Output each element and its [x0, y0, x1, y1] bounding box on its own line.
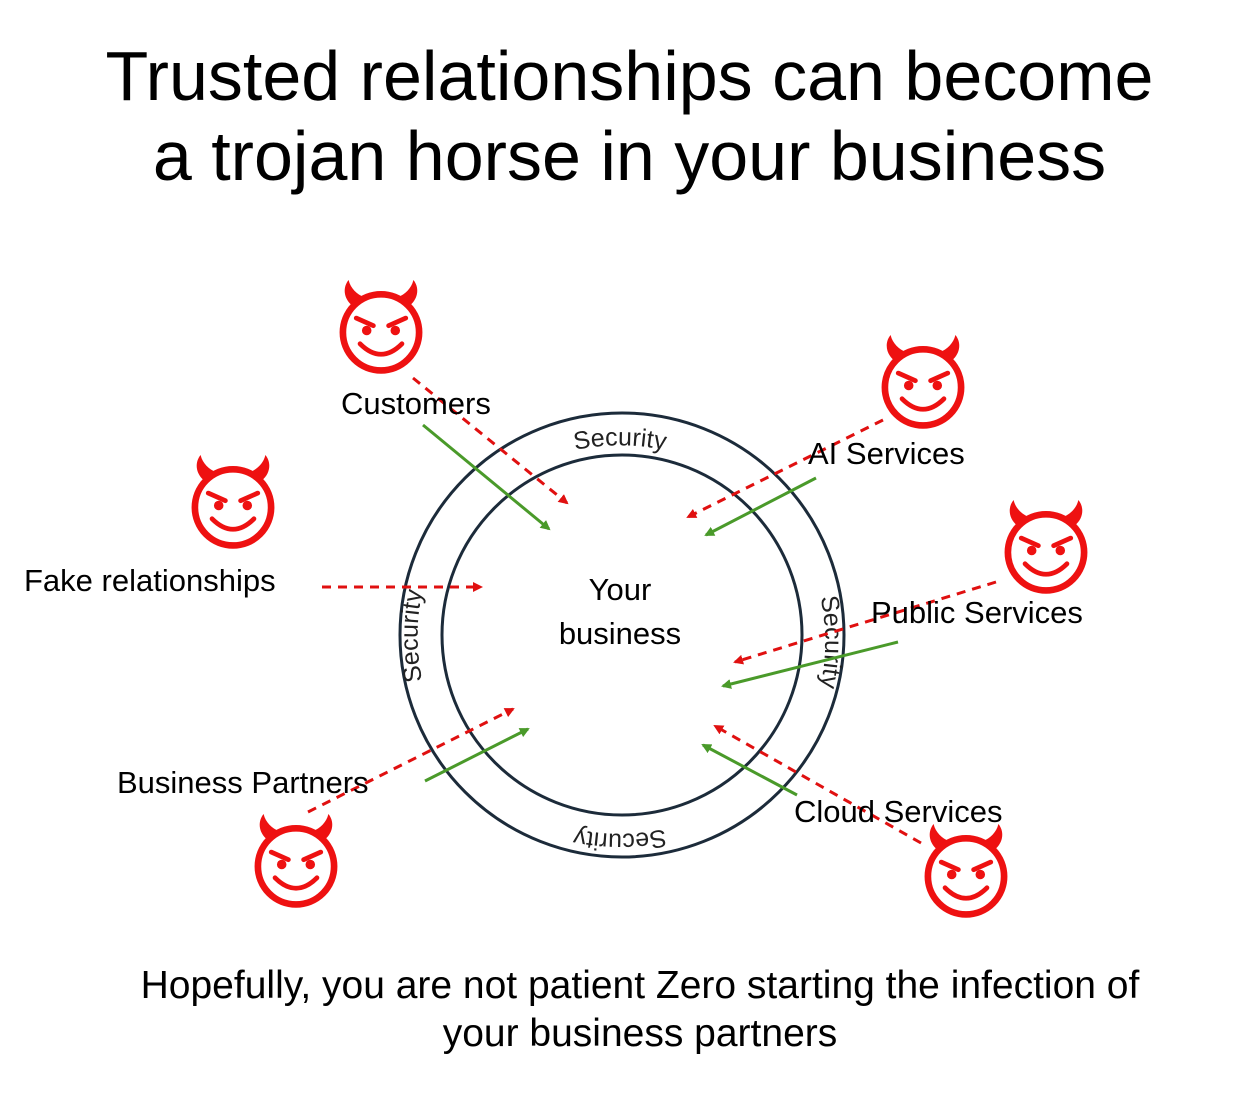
- actor-ai-services: AI Services: [808, 436, 965, 471]
- ring-label-bottom: Security: [571, 823, 669, 856]
- inner-business-ring: [440, 453, 804, 817]
- trusted-arrow-cloud: [701, 743, 798, 797]
- ring-label-left: Security: [395, 587, 428, 685]
- actor-customers: Customers: [341, 386, 491, 421]
- your-business-label: Your business: [520, 568, 720, 656]
- trusted-arrow-partners: [424, 727, 530, 783]
- devil-face-icon: [343, 280, 419, 370]
- malicious-arrow-public: [733, 580, 997, 665]
- ring-label-top: Security: [571, 423, 669, 456]
- devil-face-icon: [928, 824, 1004, 914]
- center-line-1: Your: [588, 572, 652, 607]
- devil-face-icon: [1008, 500, 1084, 590]
- malicious-arrow-customers: [412, 376, 569, 505]
- diagram-title: Trusted relationships can become a troja…: [0, 36, 1259, 196]
- malicious-arrow-partners: [307, 707, 515, 814]
- actor-cloud-services: Cloud Services: [794, 794, 1003, 829]
- devil-face-icon: [195, 455, 271, 545]
- devil-face-icon: [258, 814, 334, 904]
- footer-line-1: Hopefully, you are not patient Zero star…: [140, 964, 1140, 1007]
- title-line-2: a trojan horse in your business: [152, 117, 1107, 195]
- actor-public-services: Public Services: [871, 595, 1083, 630]
- center-line-2: business: [558, 616, 682, 651]
- trusted-arrow-ai: [704, 476, 817, 537]
- trusted-arrow-public: [721, 640, 899, 689]
- outer-security-ring: [398, 411, 846, 859]
- actor-business-partners: Business Partners: [117, 765, 369, 800]
- trusted-arrow-customers: [422, 423, 551, 531]
- malicious-arrow-cloud: [713, 724, 922, 845]
- footer-caption: Hopefully, you are not patient Zero star…: [40, 962, 1240, 1058]
- actor-fake-relationships: Fake relationships: [24, 563, 276, 598]
- title-line-1: Trusted relationships can become: [105, 37, 1154, 115]
- ring-label-right: Security: [815, 593, 848, 691]
- footer-line-2: your business partners: [442, 1012, 838, 1055]
- malicious-arrow-ai: [686, 418, 884, 519]
- devil-face-icon: [885, 335, 961, 425]
